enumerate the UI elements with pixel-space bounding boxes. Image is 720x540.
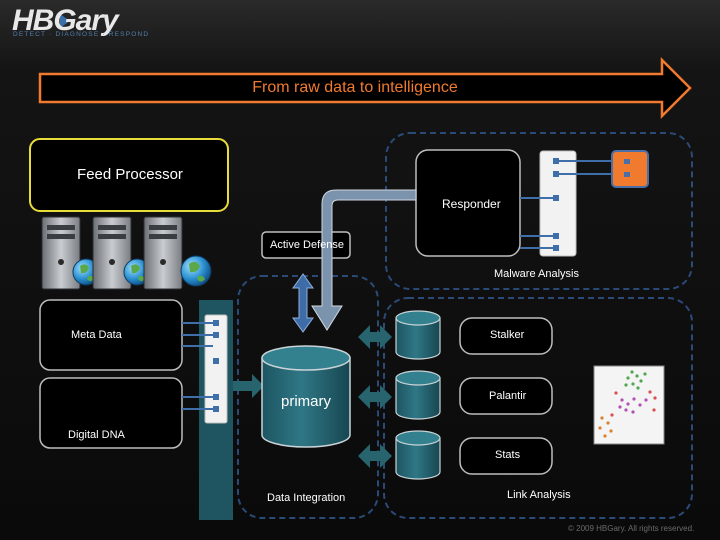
responder-label: Responder	[442, 197, 501, 211]
link-analysis-label: Link Analysis	[507, 489, 571, 501]
stats-box	[459, 437, 553, 475]
feed-processor-box	[29, 138, 229, 212]
active-defense-label: Active Defense	[270, 239, 344, 251]
responder-port	[553, 195, 559, 201]
responder-port-strip	[539, 150, 577, 257]
feed-port	[213, 320, 219, 326]
link-analysis-group	[383, 297, 693, 519]
logo-tagline: DETECT · DIAGNOSE · RESPOND	[13, 31, 150, 38]
responder-port	[553, 171, 559, 177]
bus-to-primary-arrow	[233, 374, 264, 398]
feed-port	[213, 332, 219, 338]
bidirectional-arrow-icon	[358, 385, 392, 409]
palantir-label: Palantir	[489, 390, 527, 402]
primary-label: primary	[280, 393, 331, 410]
responder-group	[385, 132, 693, 290]
feed-processor-label: Feed Processor	[77, 166, 183, 183]
server-farm	[41, 216, 212, 290]
copyright-footer: © 2009 HBGary. All rights reserved.	[568, 524, 695, 533]
feed-port	[213, 358, 219, 364]
bidirectional-arrow-icon	[358, 325, 392, 349]
stats-label: Stats	[495, 449, 521, 461]
digital-dna-label: Digital DNA	[68, 429, 125, 441]
responder-port	[553, 233, 559, 239]
external-node-port	[624, 172, 630, 177]
responder-port	[553, 158, 559, 164]
feed-port	[213, 406, 219, 412]
bidirectional-arrow-icon	[358, 444, 392, 468]
digital-dna-box	[39, 377, 183, 449]
link-graph-thumbnail	[593, 365, 665, 445]
stalker-box	[459, 317, 553, 355]
logo-arrow-icon	[60, 14, 70, 28]
palantir-database-icon	[395, 370, 441, 420]
responder-box	[415, 149, 521, 257]
palantir-box	[459, 377, 553, 415]
data-integration-label: Data Integration	[267, 492, 346, 504]
logo-wordmark: HBGary	[12, 4, 119, 37]
bent-arrow-icon	[311, 189, 417, 331]
external-node	[611, 150, 649, 188]
banner-arrow	[38, 56, 692, 120]
stalker-label: Stalker	[490, 329, 525, 341]
stalker-database-icon	[395, 310, 441, 360]
meta-data-label: Meta Data	[71, 329, 122, 341]
banner-title: From raw data to intelligence	[252, 79, 458, 96]
responder-port	[553, 245, 559, 251]
feed-port	[213, 394, 219, 400]
primary-database	[261, 345, 351, 448]
external-node-port	[624, 159, 630, 164]
stats-database-icon	[395, 430, 441, 480]
malware-analysis-label: Malware Analysis	[494, 268, 579, 280]
bidirectional-arrow-icon	[292, 273, 314, 333]
data-integration-group	[237, 275, 379, 519]
